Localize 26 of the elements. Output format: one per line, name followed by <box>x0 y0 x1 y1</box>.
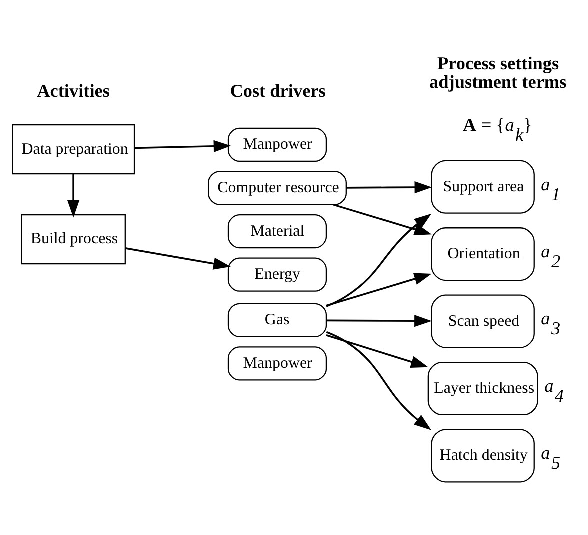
node-box: Layer thickness <box>428 361 538 416</box>
node-box: Support area <box>431 160 535 214</box>
arrow <box>68 174 80 218</box>
arrow <box>326 334 428 368</box>
node-box: Scan speed <box>431 294 535 348</box>
label: Process settings adjustment terms <box>430 53 567 92</box>
node-box: Computer resource <box>208 170 347 205</box>
node-box: Manpower <box>228 127 328 162</box>
label: Activities <box>37 80 110 100</box>
arrow <box>326 330 432 430</box>
node-box: Material <box>228 214 328 248</box>
node-box: Gas <box>228 302 328 337</box>
label: Cost drivers <box>230 80 326 100</box>
arrow <box>333 204 432 235</box>
arrow <box>346 180 432 194</box>
arrow <box>326 213 432 307</box>
node-box: Energy <box>228 257 328 292</box>
node-box: Build process <box>21 214 126 264</box>
node-box: Hatch density <box>431 428 535 482</box>
arrow <box>134 140 232 152</box>
arrow <box>125 247 231 270</box>
node-box: Orientation <box>431 227 535 281</box>
arrow <box>326 314 432 327</box>
node-box: Manpower <box>228 346 328 380</box>
node-box: Data preparation <box>12 124 136 174</box>
arrow <box>326 272 432 306</box>
